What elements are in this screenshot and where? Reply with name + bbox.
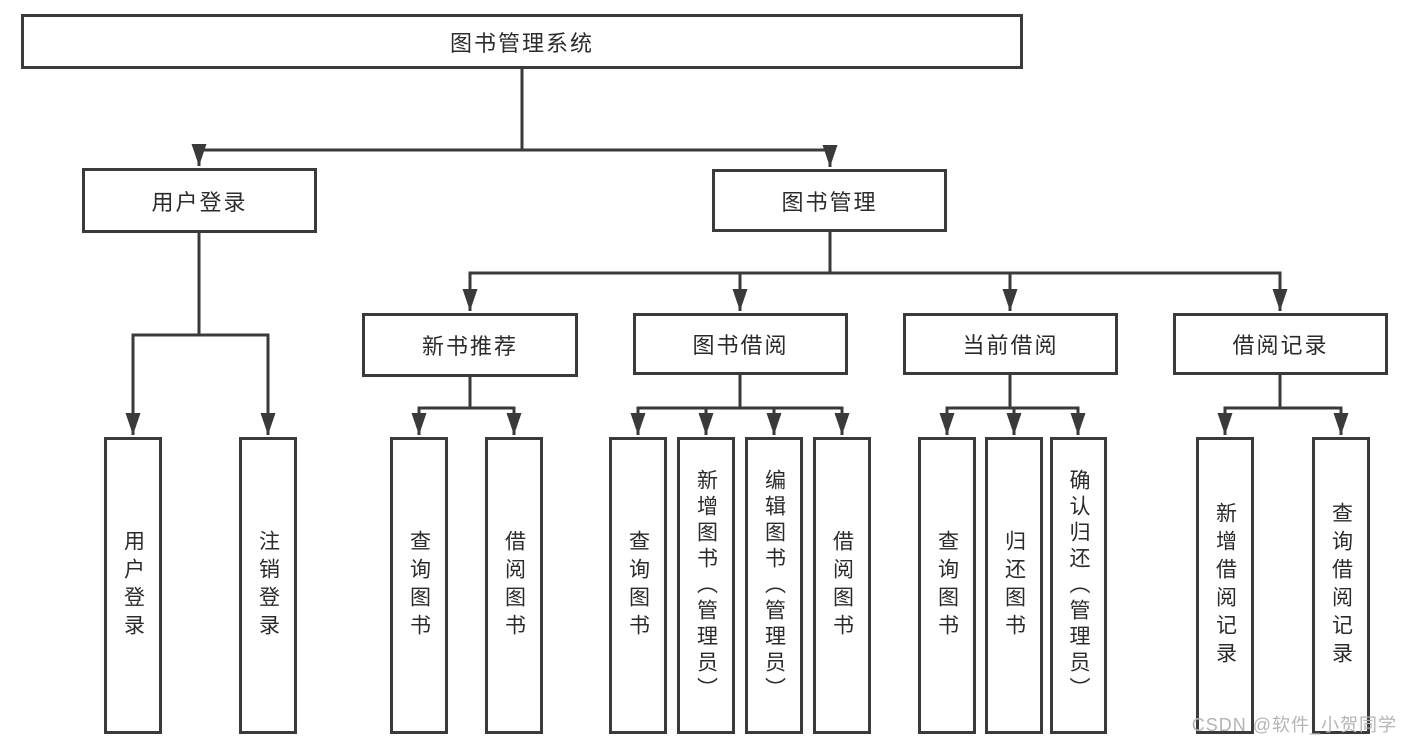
leaf-query-borrow-record-label: 查询借阅记录	[1329, 501, 1353, 670]
node-current-borrowing: 当前借阅	[903, 313, 1118, 375]
leaf-edit-books-admin: 编辑图书（管理员）	[745, 437, 803, 734]
root-node-label: 图书管理系统	[449, 30, 594, 56]
leaf-user-login: 用户登录	[104, 437, 162, 734]
leaf-logout: 注销登录	[239, 437, 297, 734]
leaf-add-borrow-record: 新增借阅记录	[1196, 437, 1254, 734]
node-book-management-label: 图书管理	[781, 189, 878, 215]
leaf-add-borrow-record-label: 新增借阅记录	[1213, 501, 1237, 670]
leaf-query-books-current: 查询图书	[918, 437, 976, 734]
node-user-login: 用户登录	[82, 168, 317, 233]
leaf-borrow-books-recommend: 借阅图书	[485, 437, 543, 734]
leaf-confirm-return-admin-label: 确认归还（管理员）	[1067, 468, 1090, 703]
leaf-return-books: 归还图书	[985, 437, 1043, 734]
node-user-login-label: 用户登录	[151, 189, 248, 215]
node-new-book-recommendation: 新书推荐	[362, 313, 578, 377]
node-new-book-recommendation-label: 新书推荐	[421, 334, 518, 359]
csdn-watermark: CSDN @软件_小贺同学	[1191, 715, 1397, 735]
node-book-borrowing: 图书借阅	[633, 313, 848, 375]
node-current-borrowing-label: 当前借阅	[962, 333, 1059, 358]
leaf-confirm-return-admin: 确认归还（管理员）	[1050, 437, 1107, 734]
leaf-add-books-admin-label: 新增图书（管理员）	[694, 468, 718, 703]
leaf-borrow-books-label: 借阅图书	[830, 529, 854, 642]
leaf-return-books-label: 归还图书	[1002, 529, 1026, 642]
leaf-borrow-books: 借阅图书	[813, 437, 871, 734]
leaf-query-books-recommend: 查询图书	[390, 437, 448, 734]
root-node-library-management-system: 图书管理系统	[21, 14, 1023, 69]
node-borrowing-records-label: 借阅记录	[1232, 333, 1329, 358]
leaf-borrow-books-recommend-label: 借阅图书	[502, 529, 526, 642]
node-book-management: 图书管理	[712, 169, 947, 232]
leaf-query-books-borrowing: 查询图书	[609, 437, 667, 734]
node-borrowing-records: 借阅记录	[1173, 313, 1388, 375]
leaf-user-login-label: 用户登录	[121, 529, 145, 642]
node-book-borrowing-label: 图书借阅	[692, 333, 789, 358]
leaf-add-books-admin: 新增图书（管理员）	[677, 437, 735, 734]
leaf-edit-books-admin-label: 编辑图书（管理员）	[762, 468, 786, 703]
leaf-query-books-current-label: 查询图书	[935, 529, 959, 642]
leaf-query-books-recommend-label: 查询图书	[407, 529, 431, 642]
leaf-query-borrow-record: 查询借阅记录	[1312, 437, 1370, 734]
leaf-query-books-borrowing-label: 查询图书	[626, 529, 650, 642]
leaf-logout-label: 注销登录	[256, 529, 280, 642]
